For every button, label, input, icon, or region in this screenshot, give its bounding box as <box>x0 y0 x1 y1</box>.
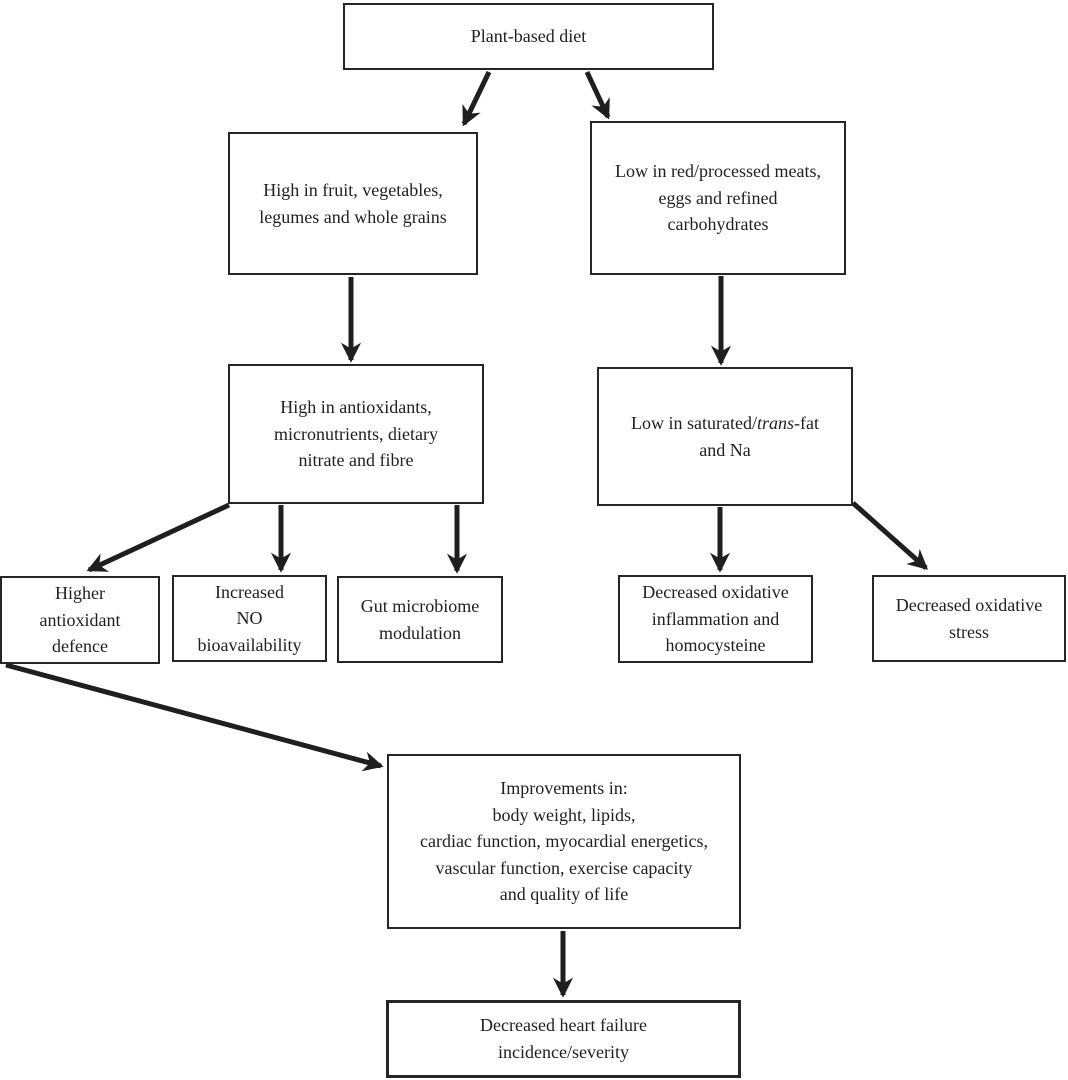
node-higher-antioxidant-defence: Higher antioxidant defence <box>0 576 160 664</box>
node-low-saturated-trans-fat: Low in saturated/trans-fat and Na <box>597 367 853 506</box>
node-high-fruit-vegetables: High in fruit, vegetables, legumes and w… <box>228 132 478 275</box>
node-improvements: Improvements in: body weight, lipids, ca… <box>387 754 741 929</box>
node-decreased-heart-failure-label: Decreased heart failure incidence/severi… <box>480 1015 647 1062</box>
arrow-satfat-to-stress <box>851 501 929 570</box>
arrow-plant-to-fruit <box>461 70 492 127</box>
node-plant-based-diet-label: Plant-based diet <box>470 26 587 47</box>
arrow-plant-to-redmeat <box>584 70 611 120</box>
node-decreased-oxidative-stress-label: Decreased oxidative stress <box>895 594 1043 642</box>
node-low-red-processed-meats-label: Low in red/processed meats, eggs and ref… <box>615 161 821 235</box>
satfat-label-suffix: -fat and Na <box>699 412 819 460</box>
arrow-antioxidants-to-defence <box>86 502 231 573</box>
arrow-defence-to-improvements <box>5 662 384 772</box>
node-increased-no-bioavailability-label: Increased NO bioavailability <box>197 581 302 655</box>
node-low-red-processed-meats: Low in red/processed meats, eggs and ref… <box>590 121 846 275</box>
node-decreased-oxidative-inflammation: Decreased oxidative inflammation and hom… <box>618 575 813 663</box>
satfat-label-italic-trans: trans <box>756 412 794 433</box>
node-high-antioxidants: High in antioxidants, micronutrients, di… <box>228 364 484 504</box>
node-higher-antioxidant-defence-label: Higher antioxidant defence <box>39 583 121 657</box>
node-decreased-oxidative-inflammation-label: Decreased oxidative inflammation and hom… <box>642 582 789 656</box>
node-decreased-heart-failure: Decreased heart failure incidence/severi… <box>386 1000 741 1078</box>
node-gut-microbiome-modulation: Gut microbiome modulation <box>337 576 503 663</box>
satfat-label-prefix: Low in saturated/ <box>631 412 757 433</box>
node-gut-microbiome-modulation-label: Gut microbiome modulation <box>360 595 480 643</box>
node-increased-no-bioavailability: Increased NO bioavailability <box>172 575 327 662</box>
node-low-saturated-trans-fat-label: Low in saturated/trans-fat and Na <box>631 410 819 463</box>
node-improvements-label: Improvements in: body weight, lipids, ca… <box>419 777 709 905</box>
node-decreased-oxidative-stress: Decreased oxidative stress <box>872 575 1066 662</box>
node-high-antioxidants-label: High in antioxidants, micronutrients, di… <box>274 397 438 471</box>
node-plant-based-diet: Plant-based diet <box>343 3 714 70</box>
node-high-fruit-vegetables-label: High in fruit, vegetables, legumes and w… <box>259 179 447 227</box>
